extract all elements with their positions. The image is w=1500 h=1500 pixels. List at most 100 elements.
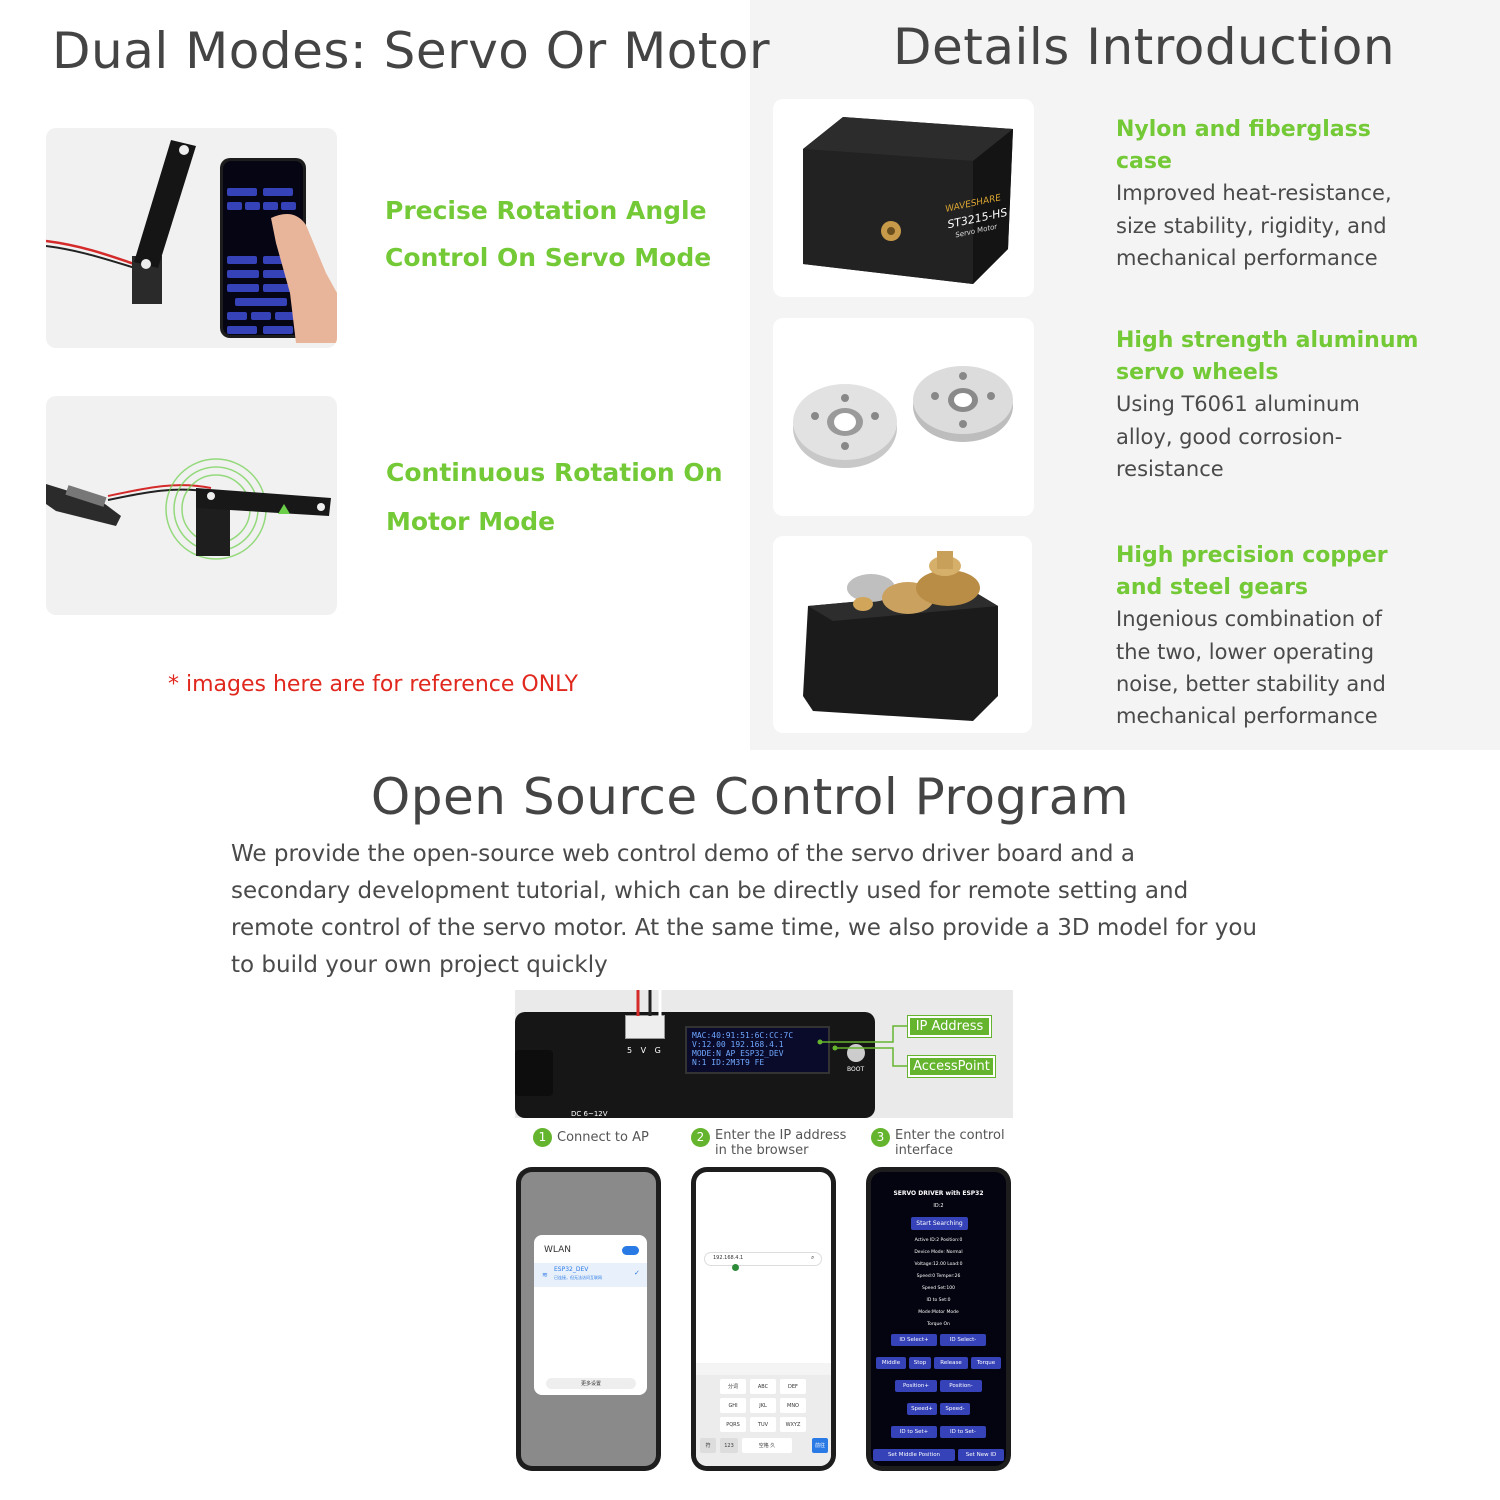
step1-number: 1	[533, 1128, 552, 1147]
check-icon: ✓	[634, 1269, 640, 1277]
status-line: Device Mode: Normal	[914, 1250, 963, 1255]
status-line: Voltage:12.00 Load:0	[914, 1262, 963, 1267]
btn-torque	[281, 202, 296, 210]
status-line: Mode:Motor Mode	[918, 1310, 959, 1315]
feature3-title-line2: and steel gears	[1116, 575, 1309, 600]
control-button[interactable]: ID Select+	[891, 1334, 937, 1346]
btn-serial-forwarding	[235, 298, 287, 306]
phone-wlan: WLAN ≋ ESP32_DEV 已连接，但无法访问互联网 ✓ 更多设置	[516, 1167, 661, 1471]
pin-label: 5 V G	[627, 1046, 664, 1055]
wlan-label: WLAN	[544, 1245, 572, 1255]
boot-label: BOOT	[847, 1066, 865, 1073]
control-button[interactable]: Speed+	[907, 1403, 937, 1415]
control-button[interactable]: Stop	[909, 1357, 931, 1369]
servo-mode-caption-line2: Control On Servo Mode	[385, 243, 712, 272]
feature1-desc-line3: mechanical performance	[1116, 246, 1378, 270]
keyboard-key: DEF	[780, 1379, 806, 1394]
feature2-desc-line3: resistance	[1116, 457, 1224, 481]
servo-case-illustration	[803, 117, 1013, 284]
motor-mode-caption-line2: Motor Mode	[386, 507, 556, 536]
servo-mode-photo	[46, 128, 337, 348]
control-button[interactable]: ID to Set-	[940, 1426, 986, 1438]
dc-label: DC 6~12V	[571, 1110, 608, 1118]
phone-control: SERVO DRIVER with ESP32 ID:2 Start Searc…	[866, 1167, 1011, 1471]
btn-leader	[251, 312, 271, 320]
control-button[interactable]: Position-	[940, 1380, 982, 1392]
step2-number: 2	[691, 1128, 710, 1147]
keyboard-key: TUV	[750, 1417, 776, 1432]
finger-illustration	[271, 213, 337, 343]
feature2-desc-line1: Using T6061 aluminum	[1116, 392, 1360, 416]
keyboard-space: 空格 久	[742, 1438, 792, 1453]
keyboard-key: GHI	[720, 1398, 746, 1413]
connector-5vg	[625, 1015, 665, 1039]
feature2-desc-line2: alloy, good corrosion-	[1116, 425, 1343, 449]
keyboard-key: WXYZ	[780, 1417, 806, 1432]
step3-text-line1: Enter the control	[895, 1128, 1005, 1143]
oled-line3: MODE:N AP ESP32_DEV	[692, 1049, 784, 1058]
gears-illustration	[803, 551, 998, 721]
more-settings-button: 更多设置	[546, 1378, 636, 1389]
feature3-desc-line3: noise, better stability and	[1116, 672, 1386, 696]
step2-text-line1: Enter the IP address	[715, 1128, 847, 1143]
power-wires	[636, 990, 662, 1016]
status-line: Speed:0 Temper:26	[916, 1274, 961, 1279]
wlan-toggle	[622, 1246, 639, 1255]
wlan-sheet: WLAN ≋ ESP32_DEV 已连接，但无法访问互联网 ✓ 更多设置	[534, 1235, 647, 1395]
search-icon: ⌕	[811, 1254, 815, 1261]
feature1-title-line2: case	[1116, 149, 1172, 174]
wlan-network-status: 已连接，但无法访问互联网	[554, 1275, 602, 1280]
status-line: Active ID:2 Position:0	[914, 1238, 963, 1243]
oled-display: MAC:40:91:51:6C:CC:7C V:12.00 192.168.4.…	[685, 1026, 830, 1074]
feature1-desc-line2: size stability, rigidity, and	[1116, 214, 1387, 238]
control-id: ID:2	[933, 1203, 944, 1209]
step2-text-line2: in the browser	[715, 1143, 809, 1158]
gears-photo	[773, 536, 1032, 733]
driver-board-photo: 5 V G MAC:40:91:51:6C:CC:7C V:12.00 192.…	[515, 990, 1013, 1118]
control-button[interactable]: Set Middle Position	[873, 1449, 955, 1461]
control-button[interactable]: ID Select-	[940, 1334, 986, 1346]
btn-set-servo-mode	[227, 284, 259, 292]
motor-mode-caption-line1: Continuous Rotation On	[386, 458, 723, 487]
control-button[interactable]: ID to Set+	[891, 1426, 937, 1438]
btn-middle	[227, 202, 242, 210]
paragraph-line1: We provide the open-source web control d…	[231, 841, 1135, 867]
control-button[interactable]: Speed-	[940, 1403, 970, 1415]
tap-indicator	[732, 1264, 739, 1271]
feature1-desc-line1: Improved heat-resistance,	[1116, 181, 1392, 205]
paragraph-line2: secondary development tutorial, which ca…	[231, 878, 1189, 904]
step3-number: 3	[871, 1128, 890, 1147]
paragraph-line3: remote control of the servo motor. At th…	[231, 915, 1257, 941]
btn-id-set-plus	[227, 256, 257, 264]
aluminum-wheels-photo	[773, 318, 1034, 516]
btn-rainbow-on	[227, 326, 257, 334]
control-button[interactable]: Torque	[971, 1357, 1001, 1369]
wifi-icon: ≋	[542, 1271, 548, 1279]
feature1-title-line1: Nylon and fiberglass	[1116, 117, 1371, 142]
dc-jack	[515, 1050, 553, 1096]
keyboard-key-symbol: 符	[700, 1438, 716, 1453]
control-button[interactable]: Middle	[876, 1357, 906, 1369]
wlan-network-row: ≋ ESP32_DEV 已连接，但无法访问互联网 ✓	[534, 1263, 647, 1287]
control-button[interactable]: Set New ID	[958, 1449, 1004, 1461]
details-title: Details Introduction	[893, 18, 1396, 76]
step1: 1 Connect to AP	[533, 1128, 649, 1147]
keyboard-key-123: 123	[720, 1438, 738, 1453]
keyboard-go: 前往	[812, 1438, 828, 1453]
feature3-desc-line4: mechanical performance	[1116, 704, 1378, 728]
feature3-desc-line2: the two, lower operating	[1116, 640, 1375, 664]
oled-line1: MAC:40:91:51:6C:CC:7C	[692, 1031, 794, 1040]
oled-line4: N:1 ID:2M3T9 FE	[692, 1058, 765, 1067]
wlan-network-name: ESP32_DEV	[554, 1266, 589, 1273]
control-button[interactable]: Release	[934, 1357, 968, 1369]
aluminum-wheels-illustration	[793, 366, 1013, 468]
feature2-title-line2: servo wheels	[1116, 360, 1279, 385]
oled-line2: V:12.00 192.168.4.1	[692, 1040, 784, 1049]
servo-arm-illustration	[46, 140, 196, 304]
step1-text: Connect to AP	[557, 1130, 649, 1145]
control-button[interactable]: Position+	[895, 1380, 937, 1392]
btn-id-select-minus	[263, 188, 293, 196]
url-bar: 192.168.4.1 ⌕	[704, 1252, 822, 1266]
callout-lines	[817, 1025, 911, 1067]
